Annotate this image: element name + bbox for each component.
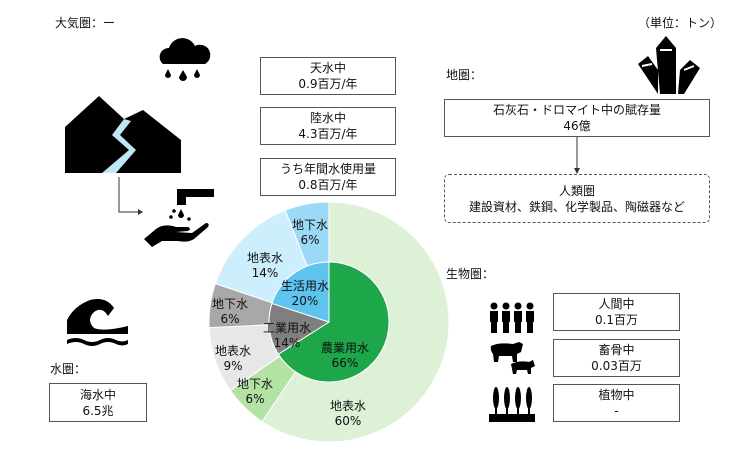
land-water-value: 4.3百万/年 bbox=[298, 127, 358, 141]
inner-name-label-0: 農業用水 bbox=[321, 341, 369, 355]
livestock-box: 畜骨中 0.03百万 bbox=[553, 339, 680, 377]
rain-water-title: 天水中 bbox=[309, 61, 346, 75]
livestock-title: 畜骨中 bbox=[598, 343, 635, 357]
biosphere-label: 生物圏： bbox=[446, 267, 495, 281]
land-water-box: 陸水中 4.3百万/年 bbox=[260, 107, 396, 145]
faucet-hand-icon bbox=[144, 189, 214, 247]
outer-name-label-0: 地表水 bbox=[330, 399, 366, 413]
atmosphere-label: 大気圏：ー bbox=[55, 16, 116, 30]
outer-name-label-3: 地下水 bbox=[212, 297, 248, 311]
plant-box: 植物中 - bbox=[553, 384, 680, 422]
reserve-title: 石灰石・ドロマイト中の賦存量 bbox=[492, 103, 661, 117]
crystal-icon bbox=[638, 36, 700, 94]
anthroposphere-uses: 建設資材、鉄鋼、化学製品、陶磁器など bbox=[468, 199, 685, 214]
land-water-title: 陸水中 bbox=[309, 111, 346, 125]
inner-slice-0 bbox=[277, 261, 390, 383]
rain-water-value: 0.9百万/年 bbox=[298, 77, 358, 91]
human-value: 0.1百万 bbox=[594, 313, 639, 327]
wave-icon bbox=[67, 299, 128, 346]
plant-title: 植物中 bbox=[598, 388, 635, 402]
sea-water-value: 6.5兆 bbox=[82, 403, 114, 418]
anthroposphere-box: 人類圏 建設資材、鉄鋼、化学製品、陶磁器など bbox=[444, 174, 710, 223]
inner-slice-2 bbox=[271, 261, 330, 323]
inner-slice-1 bbox=[268, 302, 331, 355]
mountain-river-icon bbox=[65, 96, 181, 173]
inner-percent-label-1: 14% bbox=[274, 336, 301, 350]
human-title: 人間中 bbox=[598, 297, 635, 311]
water-use-value: 0.8百万/年 bbox=[298, 178, 358, 192]
water-use-title: うち年間水使用量 bbox=[279, 162, 376, 176]
human-box: 人間中 0.1百万 bbox=[553, 293, 680, 331]
crops-icon bbox=[489, 387, 535, 422]
plant-value: - bbox=[614, 404, 619, 418]
outer-name-label-1: 地下水 bbox=[237, 377, 273, 391]
water-use-box: うち年間水使用量 0.8百万/年 bbox=[260, 158, 396, 196]
outer-percent-label-5: 6% bbox=[300, 233, 319, 247]
inner-name-label-1: 工業用水 bbox=[263, 321, 311, 335]
sea-water-box: 海水中 6.5兆 bbox=[49, 383, 147, 422]
outer-percent-label-4: 14% bbox=[252, 266, 279, 280]
reserve-arrow bbox=[574, 137, 580, 174]
unit-note: （単位：トン） bbox=[638, 16, 723, 30]
lithosphere-label: 地圏： bbox=[446, 68, 483, 82]
rain-water-box: 天水中 0.9百万/年 bbox=[260, 57, 396, 95]
people-icon bbox=[490, 302, 534, 333]
flow-arrow bbox=[118, 177, 143, 215]
livestock-icon bbox=[490, 342, 535, 374]
hydrosphere-label: 水圏： bbox=[50, 362, 87, 376]
inner-name-label-2: 生活用水 bbox=[281, 279, 329, 293]
anthroposphere-title: 人類圏 bbox=[558, 183, 595, 198]
reserve-value: 46億 bbox=[563, 119, 591, 133]
outer-percent-label-0: 60% bbox=[335, 414, 362, 428]
outer-name-label-5: 地下水 bbox=[292, 218, 328, 232]
outer-percent-label-1: 6% bbox=[245, 392, 264, 406]
rain-cloud-icon bbox=[159, 38, 211, 81]
livestock-value: 0.03百万 bbox=[591, 359, 642, 373]
outer-percent-label-2: 9% bbox=[223, 359, 242, 373]
inner-percent-label-0: 66% bbox=[332, 356, 359, 370]
reserve-box: 石灰石・ドロマイト中の賦存量 46億 bbox=[444, 99, 710, 137]
outer-name-label-2: 地表水 bbox=[215, 344, 251, 358]
outer-percent-label-3: 6% bbox=[220, 312, 239, 326]
inner-percent-label-2: 20% bbox=[292, 294, 319, 308]
outer-name-label-4: 地表水 bbox=[247, 251, 283, 265]
sea-water-title: 海水中 bbox=[79, 387, 116, 402]
